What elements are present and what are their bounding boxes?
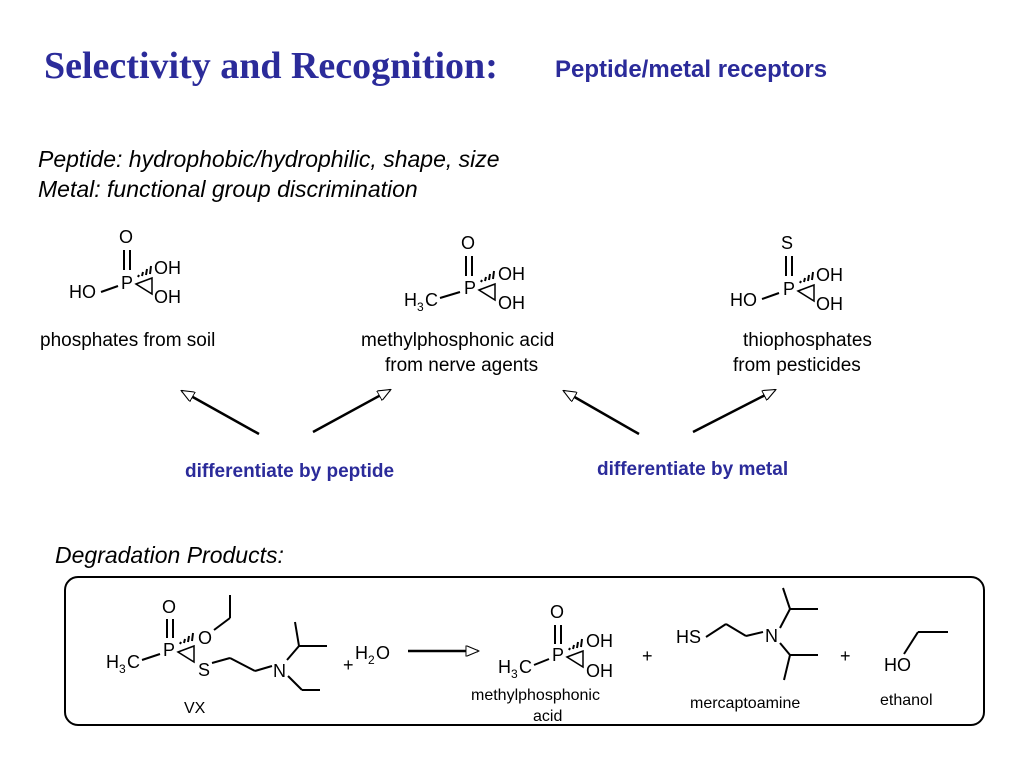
mercaptoamine-label: mercaptoamine xyxy=(690,695,800,712)
arrow-to-phosphates xyxy=(182,391,260,436)
atom-o: O xyxy=(376,643,390,663)
atom-p: P xyxy=(552,645,564,665)
atom-o-ether: O xyxy=(198,628,212,648)
atom-c: C xyxy=(425,290,438,310)
caption-methylphosphonic-2: from nerve agents xyxy=(385,355,539,376)
phosphate-structure: O P HO OH OH xyxy=(69,227,181,307)
atom-p: P xyxy=(464,278,476,298)
atom-oh-2: OH xyxy=(816,294,843,314)
atom-ho: HO xyxy=(730,290,757,310)
degradation-reaction-box xyxy=(64,576,985,726)
differentiate-by-metal-label: differentiate by metal xyxy=(597,459,789,480)
vx-structure: O P H 3 C O S N VX xyxy=(106,595,327,717)
atom-o: O xyxy=(162,597,176,617)
atom-c: C xyxy=(519,657,532,677)
vx-label: VX xyxy=(184,700,206,717)
caption-phosphates: phosphates from soil xyxy=(40,330,216,351)
ethanol-structure: HO ethanol xyxy=(880,631,948,709)
caption-thiophosphates-2: from pesticides xyxy=(733,355,861,376)
peptide-criteria: Peptide: hydrophobic/hydrophilic, shape,… xyxy=(38,146,500,172)
subscript-3: 3 xyxy=(417,300,424,314)
atom-oh-1: OH xyxy=(498,264,525,284)
atom-h: H xyxy=(106,652,119,672)
degradation-heading: Degradation Products: xyxy=(55,542,284,568)
atom-n: N xyxy=(765,626,778,646)
atom-p: P xyxy=(783,279,795,299)
atom-ho: HO xyxy=(884,655,911,675)
slide-subtitle: Peptide/metal receptors xyxy=(555,56,828,83)
atom-o: O xyxy=(550,602,564,622)
methylphosphonic-acid-structure: O P H 3 C OH OH xyxy=(404,233,525,314)
atom-s: S xyxy=(781,233,793,253)
selection-arrows xyxy=(182,390,775,436)
subscript-2: 2 xyxy=(368,653,375,667)
atom-p: P xyxy=(121,273,133,293)
ethanol-label: ethanol xyxy=(880,692,933,709)
thiophosphate-structure: S P HO OH OH xyxy=(730,233,843,314)
atom-p: P xyxy=(163,640,175,660)
caption-thiophosphates-1: thiophosphates xyxy=(743,330,872,351)
arrow-to-methylphosphonic xyxy=(312,390,390,434)
metal-criteria: Metal: functional group discrimination xyxy=(38,176,418,202)
subscript-3: 3 xyxy=(119,662,126,676)
atom-n: N xyxy=(273,661,286,681)
differentiate-by-peptide-label: differentiate by peptide xyxy=(185,461,395,482)
atom-oh-1: OH xyxy=(816,265,843,285)
atom-h: H xyxy=(498,657,511,677)
mercaptoamine-structure: HS N mercaptoamine xyxy=(676,587,818,712)
plus-sign-3: + xyxy=(840,646,851,666)
plus-sign-2: + xyxy=(642,646,653,666)
atom-o: O xyxy=(461,233,475,253)
atom-oh-2: OH xyxy=(154,287,181,307)
caption-methylphosphonic-1: methylphosphonic acid xyxy=(361,330,555,351)
subscript-3: 3 xyxy=(511,667,518,681)
slide-title: Selectivity and Recognition: xyxy=(44,45,498,87)
atom-oh-2: OH xyxy=(498,293,525,313)
arrow-to-thiophosphates xyxy=(692,390,775,434)
mpa-label-1: methylphosphonic xyxy=(471,687,600,704)
atom-oh-1: OH xyxy=(586,631,613,651)
atom-h: H xyxy=(355,643,368,663)
atom-oh-1: OH xyxy=(154,258,181,278)
atom-c: C xyxy=(127,652,140,672)
atom-h: H xyxy=(404,290,417,310)
atom-oh-2: OH xyxy=(586,661,613,681)
atom-ho: HO xyxy=(69,282,96,302)
atom-hs: HS xyxy=(676,627,701,647)
mpa-product-structure: O P H 3 C OH OH methylphosphonic acid xyxy=(471,602,613,725)
atom-s: S xyxy=(198,660,210,680)
water-structure: H 2 O xyxy=(355,643,390,667)
mpa-label-2: acid xyxy=(533,708,562,725)
arrow-to-methylphosphonic-2 xyxy=(564,391,640,436)
plus-sign-1: + xyxy=(343,655,354,675)
atom-o: O xyxy=(119,227,133,247)
